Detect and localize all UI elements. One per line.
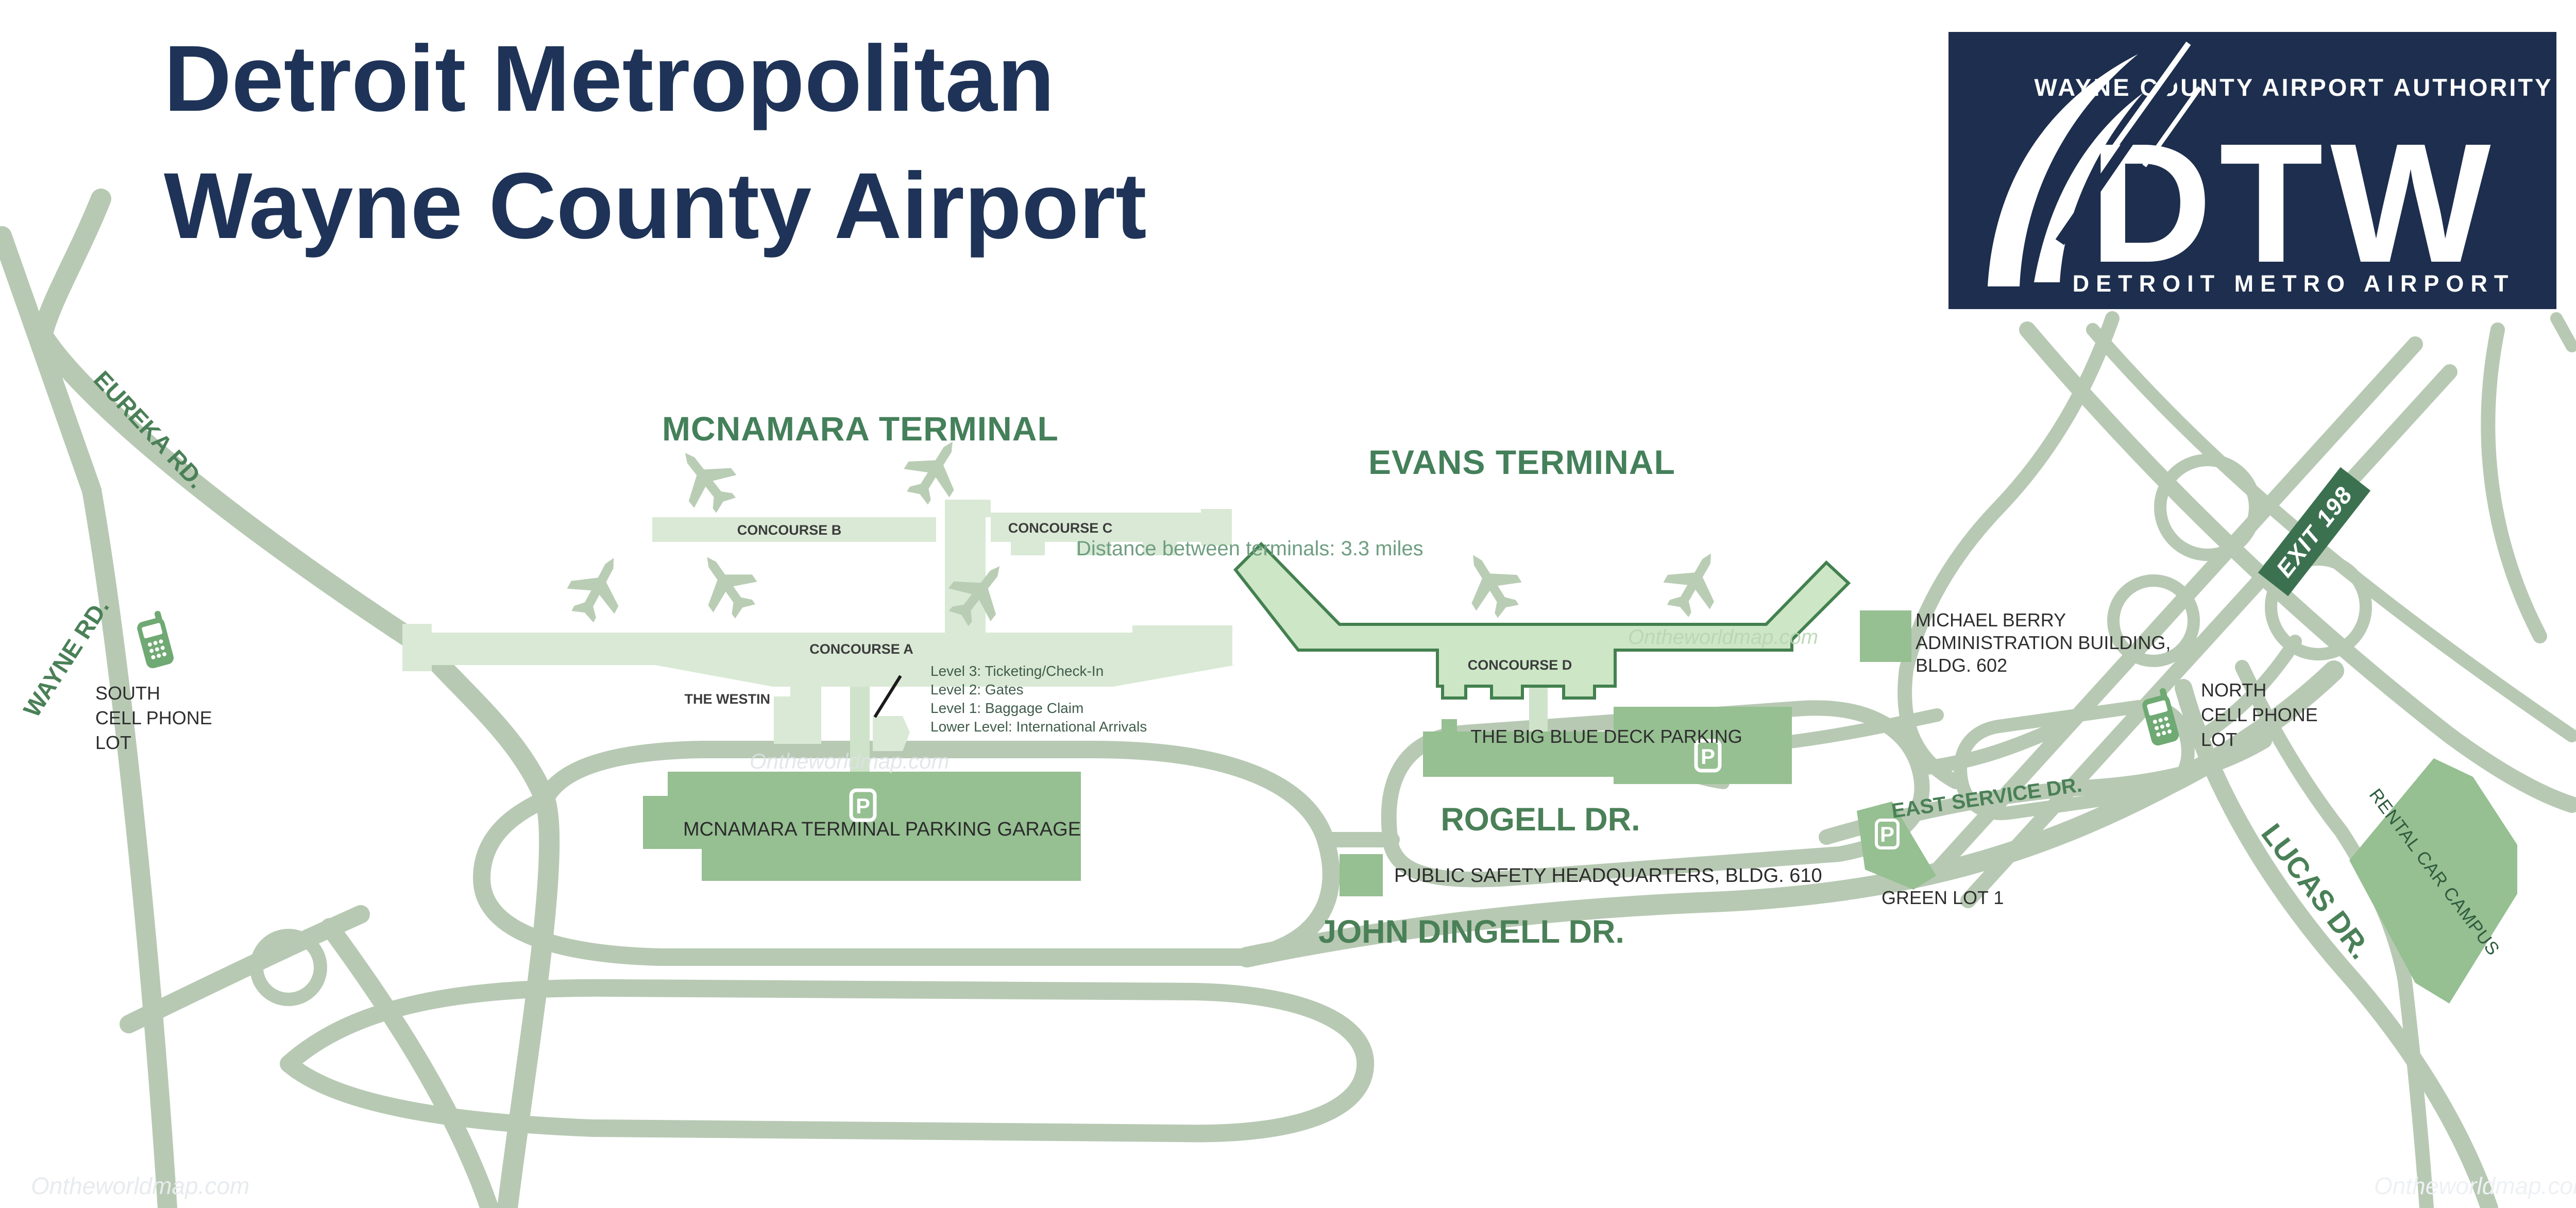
concourse-c-end <box>1201 509 1232 546</box>
dtw-logo: WAYNE COUNTY AIRPORT AUTHORITY DTW DETRO… <box>1948 32 2556 309</box>
parking-garage-label: MCNAMARA TERMINAL PARKING GARAGE <box>683 819 1081 840</box>
concourse-a-east-cap <box>1132 625 1232 661</box>
parking-markers: P P P <box>849 739 1900 849</box>
concourse-c-label: CONCOURSE C <box>1008 520 1113 536</box>
westin-shape-b <box>790 685 821 744</box>
concourse-c-tab2 <box>1077 542 1111 555</box>
road-eureka <box>32 189 434 657</box>
levels-leader-line <box>873 675 902 718</box>
eureka-rd-label: EUREKA RD. <box>89 365 211 494</box>
road-cloverleaf-2 <box>2265 553 2372 660</box>
watermark-center-left: Ontheworldmap.com <box>750 749 950 773</box>
road-interchange-west <box>1897 311 2120 789</box>
watermark-concourse-d: Ontheworldmap.com <box>1628 626 1818 649</box>
evans-terminal-title: EVANS TERMINAL <box>1368 443 1675 481</box>
road-right-vertical <box>2481 322 2547 643</box>
mcnamara-terminal-shapes <box>402 500 1548 773</box>
michael-berry-line1: MICHAEL BERRY <box>1916 609 2066 631</box>
rental-car-campus-shape <box>2349 758 2517 1003</box>
green-lot-parking-icon: P <box>1875 819 1900 849</box>
road-north-cell-loop <box>1954 700 2195 820</box>
road-eureka-south <box>413 637 560 1208</box>
road-ramp-loop <box>250 929 327 1006</box>
road-cloverleaf-1 <box>2154 454 2261 561</box>
deck-parking-icon: P <box>1694 739 1722 773</box>
airplane-icon <box>1654 540 1735 625</box>
deck-parking-p: P <box>1701 744 1715 769</box>
concourse-trunk-stub <box>945 500 991 517</box>
north-cell-line3: LOT <box>2201 729 2237 750</box>
road-wayne <box>0 226 177 1208</box>
mcnamara-parking-garage-shape <box>643 772 1081 881</box>
road-network <box>0 189 2576 1208</box>
road-mcnamara-outer-loop <box>280 979 1375 1143</box>
airplane-icon <box>558 545 638 629</box>
concourse-b-label: CONCOURSE B <box>737 522 842 538</box>
level-3-label: Level 3: Ticketing/Check-In <box>930 663 1104 679</box>
westin-label: THE WESTIN <box>685 691 771 707</box>
exit-198-badge-bg <box>2258 467 2371 597</box>
watermark-bottom-right: Ontheworldmap.com <box>2374 1172 2576 1199</box>
concourse-c-tab1 <box>1011 542 1045 555</box>
mcnamara-landside <box>655 665 1235 687</box>
michael-berry-line3: BLDG. 602 <box>1916 655 2007 676</box>
road-mcnamara-inner-loop <box>473 741 1340 966</box>
big-blue-deck-shape <box>1423 707 1792 784</box>
level-1-label: Level 1: Baggage Claim <box>930 700 1083 716</box>
road-evans-north-link <box>1784 708 1944 748</box>
road-lucas <box>2175 679 2498 1208</box>
page-title-line1: Detroit Metropolitan <box>164 26 1055 131</box>
south-cell-line1: SOUTH <box>95 683 160 704</box>
distance-note: Distance between terminals: 3.3 miles <box>1076 537 1423 560</box>
westin-shape-a <box>774 696 790 744</box>
concourse-a-shape <box>431 633 1232 665</box>
airplane-icon <box>664 436 748 522</box>
level-2-label: Level 2: Gates <box>930 682 1024 697</box>
garage-parking-icon: P <box>849 788 877 822</box>
airplane-icon <box>685 541 768 627</box>
road-corner-topright <box>2550 312 2576 352</box>
garage-parking-p: P <box>856 794 870 818</box>
rogell-dr-label: ROGELL DR. <box>1440 802 1640 838</box>
concourse-a-label: CONCOURSE A <box>809 641 913 657</box>
logo-tagline-label: DETROIT METRO AIRPORT <box>2073 270 2515 297</box>
south-cell-phone-icon <box>134 609 175 670</box>
mcnamara-terminal-title: MCNAMARA TERMINAL <box>662 410 1059 448</box>
concourse-d-label: CONCOURSE D <box>1468 657 1572 673</box>
road-freeway-b2 <box>2086 323 2576 742</box>
south-cell-line3: LOT <box>95 732 131 753</box>
concourse-b-shape <box>652 517 936 542</box>
logo-dtw-code: DTW <box>2089 108 2498 298</box>
north-cell-line1: NORTH <box>2201 679 2266 701</box>
south-cell-line2: CELL PHONE <box>95 707 212 728</box>
road-freeway-a2 <box>1960 364 2458 908</box>
public-safety-label: PUBLIC SAFETY HEADQUARTERS, BLDG. 610 <box>1394 865 1822 887</box>
concourse-d-shape <box>1233 541 1851 700</box>
michael-berry-building-shape <box>1860 610 1911 662</box>
airplane-icon <box>1450 540 1531 626</box>
lower-level-label: Lower Level: International Arrivals <box>930 719 1147 735</box>
michael-berry-line2: ADMINISTRATION BUILDING, <box>1916 632 2171 653</box>
north-cell-line2: CELL PHONE <box>2201 704 2318 725</box>
mcnamara-tram-bridge <box>850 686 870 773</box>
intl-arrivals-shape <box>873 716 910 751</box>
page-title-line2: Wayne County Airport <box>164 153 1147 258</box>
concourse-c-tab3 <box>1143 542 1177 555</box>
john-dingell-dr-label: JOHN DINGELL DR. <box>1318 914 1624 950</box>
green-lot-parking-p: P <box>1880 822 1894 846</box>
road-cloverleaf-3 <box>2107 574 2200 667</box>
concourse-c-shape <box>991 513 1201 542</box>
green-lot-label: GREEN LOT 1 <box>1882 887 2004 908</box>
concourse-a-west-cap <box>402 624 432 671</box>
big-blue-deck-label: THE BIG BLUE DECK PARKING <box>1470 726 1742 747</box>
logo-swoosh-icon <box>1988 41 2202 286</box>
road-freeway-a1 <box>1927 336 2423 881</box>
watermark-bottom-left: Ontheworldmap.com <box>31 1172 249 1199</box>
logo-authority-label: WAYNE COUNTY AIRPORT AUTHORITY <box>2035 74 2553 101</box>
road-bottom-diagonal <box>320 918 499 1208</box>
public-safety-building-shape <box>1340 854 1383 896</box>
